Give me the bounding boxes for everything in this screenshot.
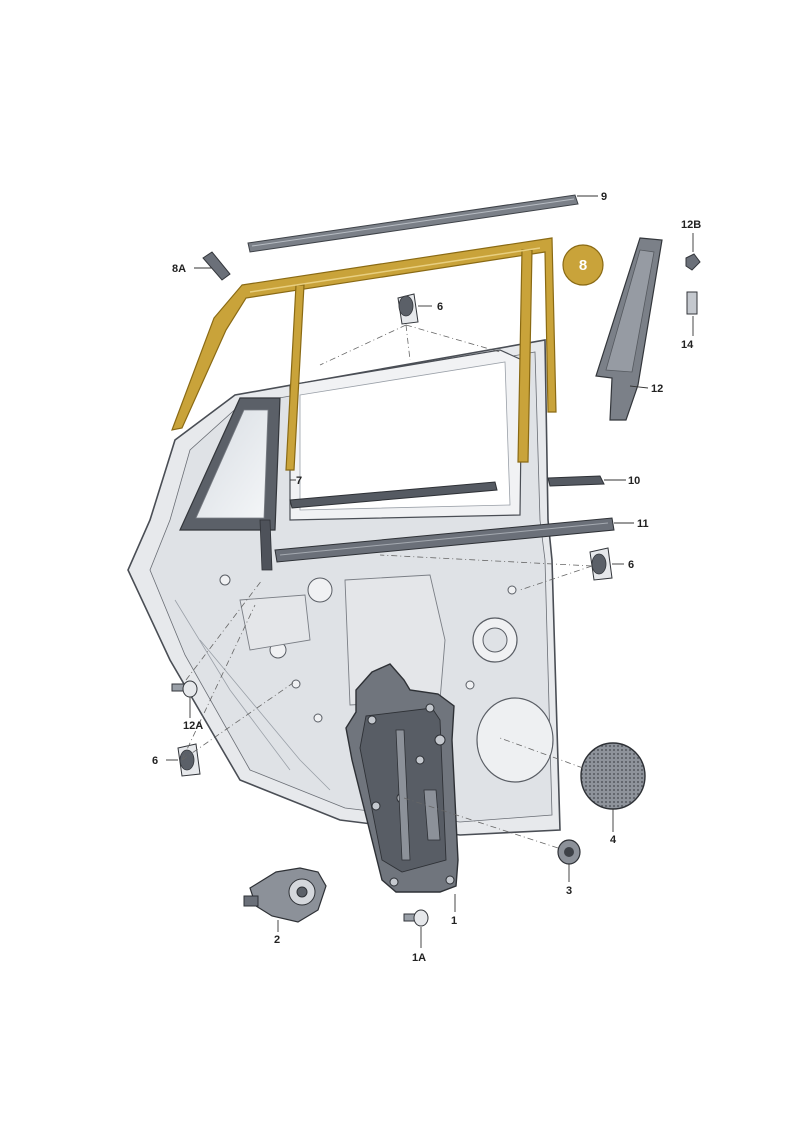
label-12a: 12B xyxy=(681,219,701,231)
foam-pad-left[interactable] xyxy=(177,743,201,777)
foam-pad-right[interactable] xyxy=(589,547,613,581)
label-6-upper: 6 xyxy=(437,301,443,313)
label-1: 1 xyxy=(451,915,457,927)
label-8: 8 xyxy=(579,257,587,274)
label-10: 10 xyxy=(628,475,640,487)
speaker-grille[interactable] xyxy=(580,742,646,810)
window-guide-frame-highlighted[interactable] xyxy=(171,237,557,471)
reference-lines xyxy=(181,324,593,849)
pillar-trim[interactable] xyxy=(595,237,663,421)
label-12b: 14 xyxy=(681,339,694,351)
screw-1a[interactable] xyxy=(403,909,429,927)
label-3: 3 xyxy=(566,885,572,897)
quarter-glass xyxy=(179,397,281,571)
window-regulator[interactable] xyxy=(345,663,459,893)
leader-lines xyxy=(166,195,694,948)
label-1a: 1A xyxy=(412,952,426,964)
label-6-right: 6 xyxy=(628,559,634,571)
label-6-left: 6 xyxy=(152,755,158,767)
label-7: 7 xyxy=(296,475,302,487)
bolt-14[interactable] xyxy=(171,680,198,698)
top-trim-strip[interactable] xyxy=(247,194,579,253)
label-8a: 8A xyxy=(172,263,186,275)
callout-badge-8[interactable]: 8 xyxy=(562,244,604,286)
spacer-12b[interactable] xyxy=(686,291,698,315)
inner-waist-seal[interactable] xyxy=(289,475,605,509)
window-motor[interactable] xyxy=(243,867,327,923)
part-labels: 9 8A 6 12B 14 12 7 10 11 6 12A 6 4 3 1 2… xyxy=(152,191,701,964)
clip-8a[interactable] xyxy=(202,251,231,281)
clip-12a[interactable] xyxy=(685,253,701,271)
label-9: 9 xyxy=(601,191,607,203)
label-14: 12A xyxy=(183,720,203,732)
label-11: 11 xyxy=(637,518,649,530)
outer-waist-seal[interactable] xyxy=(274,517,615,563)
label-4: 4 xyxy=(610,834,617,846)
foam-pad-upper[interactable] xyxy=(397,293,419,325)
nut-3[interactable] xyxy=(557,839,581,865)
label-2: 2 xyxy=(274,934,280,946)
label-12: 12 xyxy=(651,383,663,395)
